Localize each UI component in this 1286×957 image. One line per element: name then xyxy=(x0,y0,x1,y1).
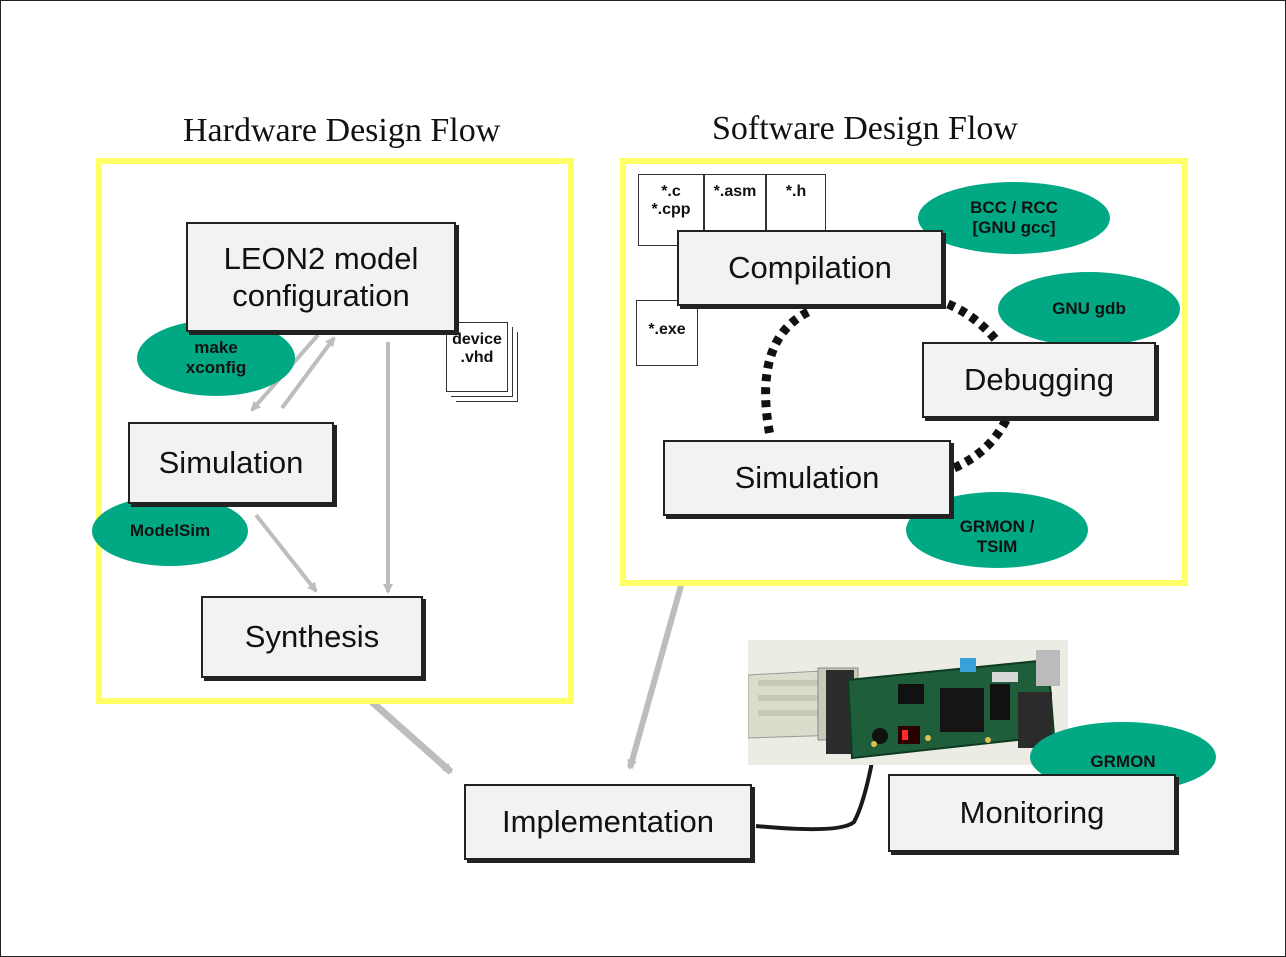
arrow-software-to-implementation xyxy=(627,581,685,770)
grmon-label: GRMON xyxy=(1090,751,1156,771)
bcc-rcc-label: BCC / RCC [GNU gcc] xyxy=(970,197,1058,237)
implementation-box: Implementation xyxy=(464,784,752,860)
compilation-box: Compilation xyxy=(677,230,943,306)
monitoring-label: Monitoring xyxy=(959,795,1105,831)
board-cable xyxy=(755,739,878,832)
hardware-title: Hardware Design Flow xyxy=(183,112,501,149)
arrow-hardware-to-implementation xyxy=(369,699,454,775)
sw-simulation-label: Simulation xyxy=(734,460,880,496)
c-cpp-label: *.c *.cpp xyxy=(651,183,691,219)
cycle-compile-to-debug xyxy=(946,299,1000,343)
asm-label: *.asm xyxy=(713,183,757,200)
compilation-label: Compilation xyxy=(728,250,892,286)
leon2-config-box: LEON2 model configuration xyxy=(186,222,456,332)
c-cpp-file: *.c *.cpp xyxy=(638,174,704,246)
synthesis-box: Synthesis xyxy=(201,596,423,678)
monitoring-box: Monitoring xyxy=(888,774,1176,852)
exe-file: *.exe xyxy=(636,300,698,366)
hardware-panel xyxy=(96,158,574,704)
implementation-label: Implementation xyxy=(502,804,714,840)
cycle-debug-to-simulation xyxy=(952,417,1011,473)
hw-simulation-box: Simulation xyxy=(128,422,334,504)
bcc-rcc-tool: BCC / RCC [GNU gcc] xyxy=(918,182,1110,254)
debugging-label: Debugging xyxy=(964,362,1114,398)
make-xconfig-tool: make xconfig xyxy=(137,320,295,396)
leon2-config-label: LEON2 model configuration xyxy=(223,240,419,313)
device-vhd-label: device .vhd xyxy=(452,331,502,367)
grmon-tsim-label: GRMON / TSIM xyxy=(959,516,1035,556)
h-label: *.h xyxy=(785,183,807,200)
cycle-compile-to-simulation xyxy=(761,307,811,437)
arrow-simulation-to-synthesis xyxy=(254,513,318,593)
modelsim-label: ModelSim xyxy=(129,520,211,540)
leon-board-photo xyxy=(747,640,1068,765)
synthesis-label: Synthesis xyxy=(244,619,380,655)
gnu-gdb-label: GNU gdb xyxy=(1052,298,1126,318)
arrow-simulation-to-config xyxy=(280,336,336,410)
h-file: *.h xyxy=(766,174,826,234)
gnu-gdb-tool: GNU gdb xyxy=(998,272,1180,346)
make-xconfig-label: make xconfig xyxy=(185,337,247,377)
board-illustration xyxy=(747,650,1060,760)
hw-simulation-label: Simulation xyxy=(158,445,304,481)
exe-label: *.exe xyxy=(648,321,686,338)
asm-file: *.asm xyxy=(704,174,766,234)
device-vhd-file: device .vhd xyxy=(446,322,508,392)
modelsim-tool: ModelSim xyxy=(92,496,248,566)
software-panel xyxy=(620,158,1188,586)
debugging-box: Debugging xyxy=(922,342,1156,418)
software-title: Software Design Flow xyxy=(712,110,1018,147)
sw-simulation-box: Simulation xyxy=(663,440,951,516)
